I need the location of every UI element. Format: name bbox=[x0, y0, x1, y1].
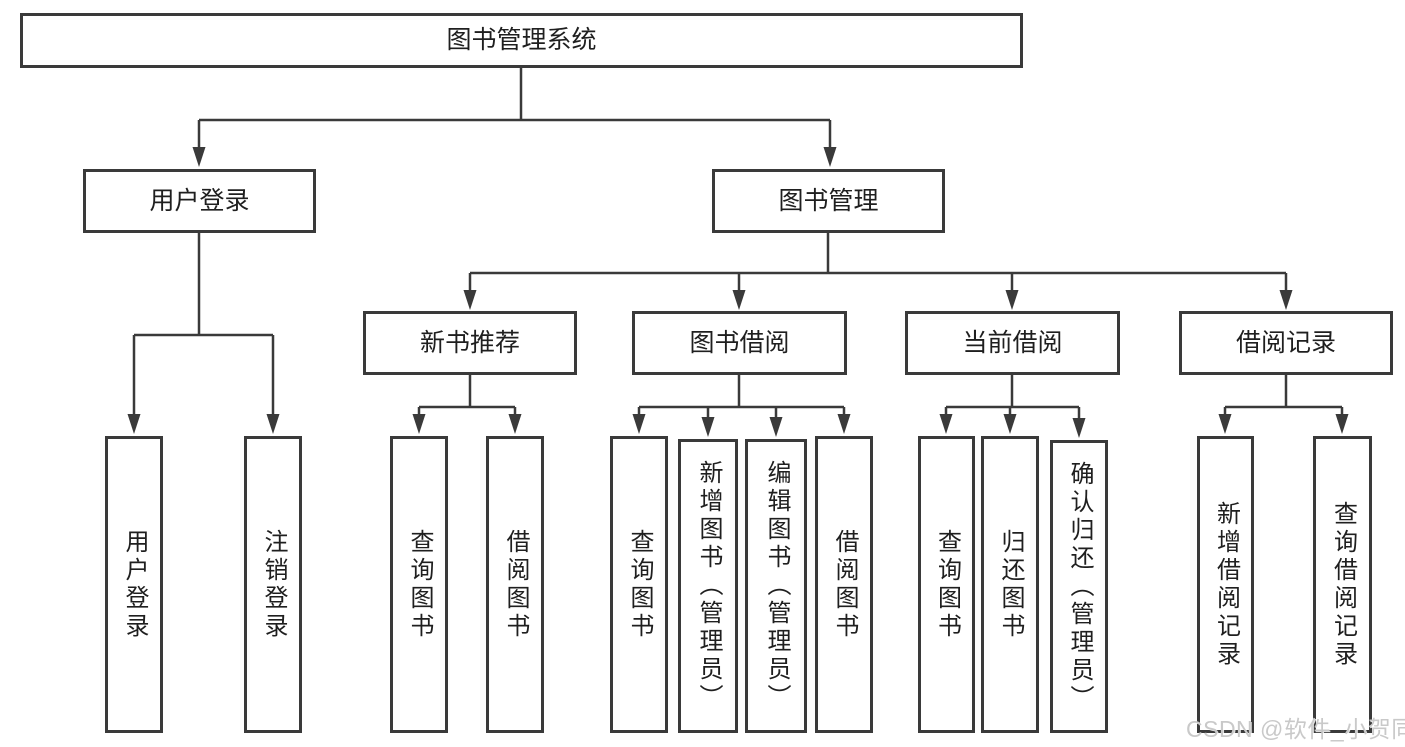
connector-new-book-rec-children bbox=[412, 375, 522, 434]
node-leaf-query-books-2: 查询图书 bbox=[610, 436, 668, 733]
node-leaf-add-books-admin: 新增图书（管理员） bbox=[678, 439, 738, 733]
node-leaf-logout: 注销登录 bbox=[244, 436, 302, 733]
node-current-borrow: 当前借阅 bbox=[905, 311, 1120, 375]
node-user-login: 用户登录 bbox=[83, 169, 316, 233]
connector-current-borrow-children bbox=[939, 375, 1086, 438]
node-leaf-borrow-books-2: 借阅图书 bbox=[815, 436, 873, 733]
node-leaf-query-borrow-record: 查询借阅记录 bbox=[1313, 436, 1372, 733]
connector-book-borrow-children bbox=[632, 375, 851, 437]
node-leaf-query-books-3: 查询图书 bbox=[918, 436, 975, 733]
node-leaf-return-books: 归还图书 bbox=[981, 436, 1039, 733]
node-leaf-borrow-books-1: 借阅图书 bbox=[486, 436, 544, 733]
connector-user-login-children bbox=[127, 233, 280, 434]
node-leaf-edit-books-admin: 编辑图书（管理员） bbox=[745, 439, 807, 733]
node-borrow-record: 借阅记录 bbox=[1179, 311, 1393, 375]
node-leaf-confirm-return-admin: 确认归还（管理员） bbox=[1050, 440, 1108, 733]
node-leaf-query-books-1: 查询图书 bbox=[390, 436, 448, 733]
connector-root-to-level2 bbox=[192, 68, 837, 167]
node-book-borrow: 图书借阅 bbox=[632, 311, 847, 375]
csdn-watermark: CSDN @软件_小贺同学 bbox=[1186, 716, 1405, 742]
node-leaf-user-login: 用户登录 bbox=[105, 436, 163, 733]
connector-borrow-record-children bbox=[1218, 375, 1349, 434]
node-new-book-recommend: 新书推荐 bbox=[363, 311, 577, 375]
node-library-system: 图书管理系统 bbox=[20, 13, 1023, 68]
node-book-management: 图书管理 bbox=[712, 169, 945, 233]
connector-book-mgmt-children bbox=[463, 233, 1293, 310]
node-leaf-add-borrow-record: 新增借阅记录 bbox=[1197, 436, 1254, 733]
